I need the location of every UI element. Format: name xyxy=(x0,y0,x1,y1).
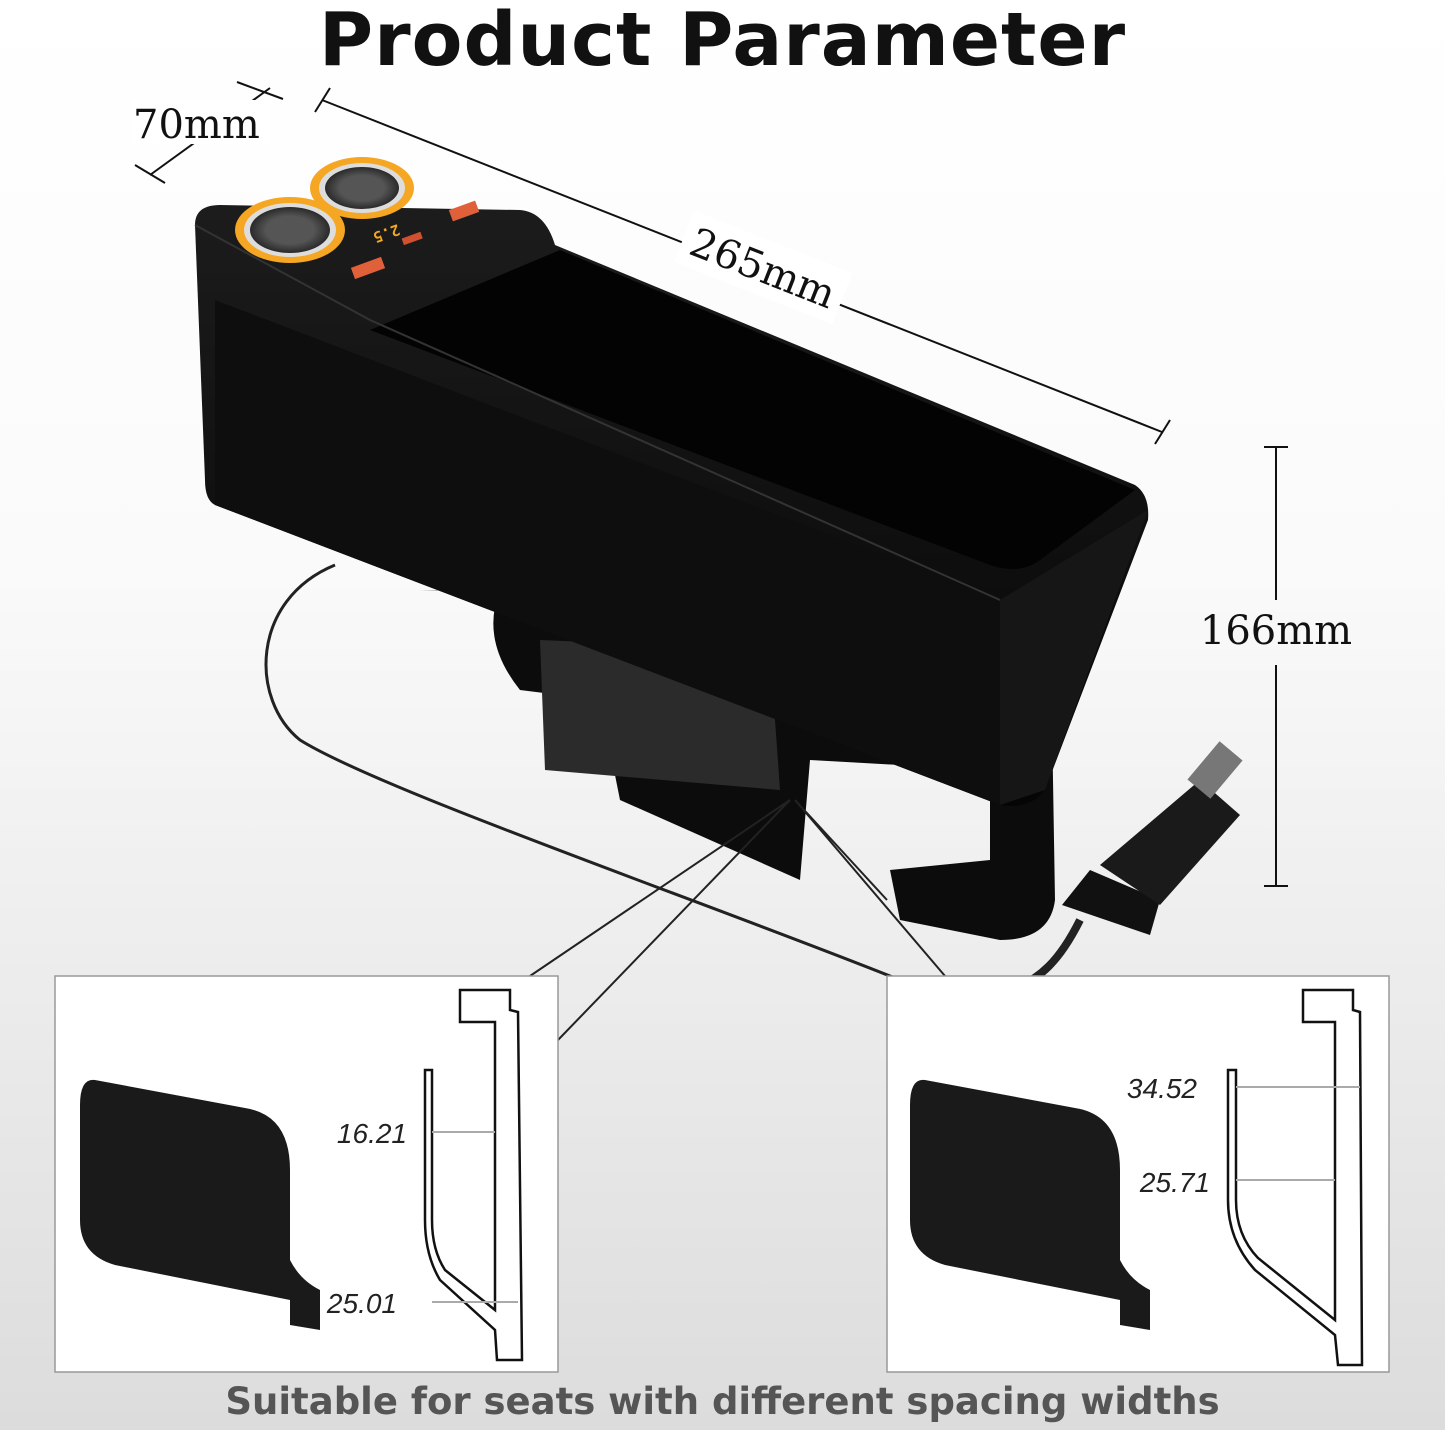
usb-port-icon xyxy=(350,256,386,280)
measure-top: 16.21 xyxy=(337,1118,407,1149)
detail-panel-right: 34.52 25.71 xyxy=(886,975,1390,1373)
detail-panel-left: 16.21 25.01 xyxy=(54,975,559,1373)
page-title: Product Parameter xyxy=(318,0,1127,83)
power-cable xyxy=(264,563,901,982)
height-dimension: 166mm xyxy=(1200,446,1352,887)
socket-left xyxy=(235,197,345,263)
height-label: 166mm xyxy=(1200,608,1352,654)
clip-pad-image xyxy=(910,1079,1150,1330)
depth-dimension: 70mm xyxy=(132,81,284,184)
measure-bottom: 25.71 xyxy=(1139,1167,1210,1198)
measure-top: 34.52 xyxy=(1127,1073,1197,1104)
length-label: 265mm xyxy=(683,220,841,319)
clip-pad-image xyxy=(80,1079,320,1330)
depth-label: 70mm xyxy=(133,102,260,148)
measure-bottom: 25.01 xyxy=(326,1288,397,1319)
clip-profile xyxy=(423,988,524,1362)
caption: Suitable for seats with different spacin… xyxy=(225,1380,1220,1423)
clip-profile xyxy=(1226,988,1364,1367)
usb-c-port-icon xyxy=(401,231,423,246)
car-charger-plug xyxy=(1062,741,1243,935)
usb-port-icon xyxy=(448,200,480,222)
socket-right xyxy=(310,157,414,219)
organizer-body xyxy=(194,205,1149,806)
